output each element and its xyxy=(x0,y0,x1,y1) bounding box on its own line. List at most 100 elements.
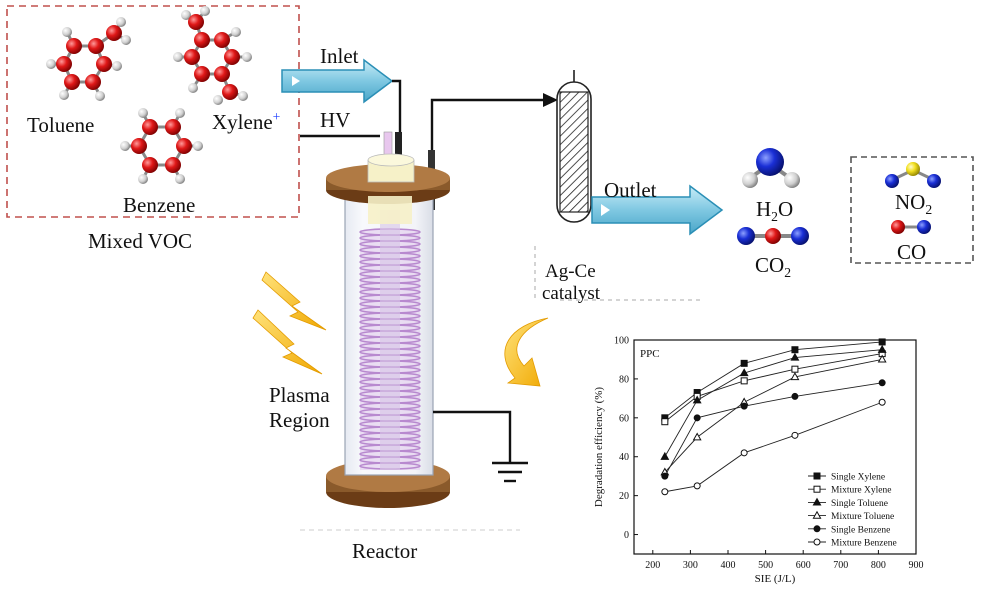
mixed-voc-label: Mixed VOC xyxy=(88,229,193,253)
no2-sub: 2 xyxy=(925,202,933,218)
reactor-label: Reactor xyxy=(352,539,418,563)
data-point xyxy=(878,338,886,346)
y-tick-label: 40 xyxy=(619,452,629,463)
y-tick-label: 20 xyxy=(619,491,629,502)
x-tick-label: 800 xyxy=(871,560,886,571)
reactor-icon xyxy=(300,131,520,531)
data-point xyxy=(790,372,800,381)
inlet-arrow xyxy=(281,58,394,104)
data-point xyxy=(692,395,702,404)
co-label: CO xyxy=(897,240,927,264)
chart-y-axis-label: Degradation efficiency (%) xyxy=(593,387,605,507)
x-tick-label: 200 xyxy=(645,560,660,571)
benzene-molecule-icon xyxy=(120,108,203,184)
xylene-plus-mark: + xyxy=(272,109,281,124)
data-point xyxy=(791,431,799,439)
plasma-label-line2: Region xyxy=(269,408,330,432)
h2o-sub: 2 xyxy=(771,209,778,225)
data-point xyxy=(791,346,799,354)
data-point xyxy=(693,414,701,422)
x-tick-label: 500 xyxy=(758,560,773,571)
data-point xyxy=(878,398,886,406)
h2o-molecule-icon xyxy=(742,148,800,188)
catalyst-label-line2: catalyst xyxy=(542,283,601,304)
data-point xyxy=(812,497,822,506)
co2-main: CO xyxy=(755,253,785,277)
data-point xyxy=(878,379,886,387)
data-point xyxy=(661,418,669,426)
co2-label: CO2 xyxy=(755,255,791,280)
xylene-label: Xylene+ xyxy=(212,110,280,133)
x-tick-label: 900 xyxy=(909,560,924,571)
data-point xyxy=(661,472,669,480)
h2o-main: H xyxy=(756,197,772,221)
h2o-tail: O xyxy=(778,197,794,221)
catalyst-column-icon xyxy=(556,70,592,223)
outlet-arrow xyxy=(591,184,724,236)
co2-sub: 2 xyxy=(784,265,792,281)
curved-arrow-icon xyxy=(504,317,549,387)
legend-entry: Single Toluene xyxy=(831,499,888,509)
inlet-label: Inlet xyxy=(320,44,359,68)
data-point xyxy=(692,432,702,441)
legend-entry: Single Xylene xyxy=(831,473,885,483)
ground-icon xyxy=(433,410,528,483)
data-point xyxy=(740,359,748,367)
outlet-label: Outlet xyxy=(604,178,657,202)
chart-series-group xyxy=(660,338,887,496)
no2-label: NO2 xyxy=(895,192,932,217)
benzene-label: Benzene xyxy=(123,193,196,217)
data-point xyxy=(790,352,800,361)
data-point xyxy=(660,451,670,460)
data-point xyxy=(877,344,887,353)
byproduct-dashed-box xyxy=(850,156,974,264)
data-point xyxy=(740,377,748,385)
catalyst-label-line1: Ag-Ce xyxy=(545,261,596,282)
data-point xyxy=(812,510,822,519)
co2-molecule-icon xyxy=(737,227,809,245)
x-tick-label: 300 xyxy=(683,560,698,571)
data-point xyxy=(740,449,748,457)
toluene-label: Toluene xyxy=(27,113,95,137)
legend-entry: Single Benzene xyxy=(831,525,890,535)
data-point xyxy=(813,525,821,533)
byproduct-group xyxy=(850,156,974,264)
y-tick-label: 0 xyxy=(624,530,629,541)
chart-x-axis-label: SIE (J/L) xyxy=(755,573,796,585)
y-tick-label: 60 xyxy=(619,413,629,424)
data-point xyxy=(693,482,701,490)
h2o-label: H2O xyxy=(756,199,793,224)
x-tick-label: 600 xyxy=(796,560,811,571)
x-tick-label: 400 xyxy=(721,560,736,571)
plasma-label-line1: Plasma xyxy=(269,383,330,407)
outlet-line xyxy=(430,93,558,160)
xylene-molecule-icon xyxy=(173,6,252,105)
separator-dashes xyxy=(534,246,700,301)
plasma-coil-icon xyxy=(359,210,421,470)
data-point xyxy=(791,392,799,400)
no2-molecule-icon xyxy=(885,162,941,188)
toluene-molecule-icon xyxy=(46,17,131,101)
co-molecule-icon xyxy=(891,220,931,234)
data-point xyxy=(740,402,748,410)
data-point xyxy=(877,354,887,363)
data-point xyxy=(813,538,821,546)
x-tick-label: 700 xyxy=(833,560,848,571)
data-point xyxy=(813,485,821,493)
no2-main: NO xyxy=(895,190,926,214)
mixed-voc-dashed-box xyxy=(6,5,300,218)
data-point xyxy=(791,365,799,373)
xylene-label-text: Xylene xyxy=(212,110,273,134)
chart-title: PPC xyxy=(640,348,660,360)
mixed-voc-group xyxy=(6,5,300,218)
y-tick-label: 80 xyxy=(619,374,629,385)
data-point xyxy=(661,488,669,496)
legend-entry: Mixture Benzene xyxy=(831,539,897,549)
lightning-icon xyxy=(252,271,327,375)
data-point xyxy=(813,472,821,480)
data-point xyxy=(739,368,749,377)
